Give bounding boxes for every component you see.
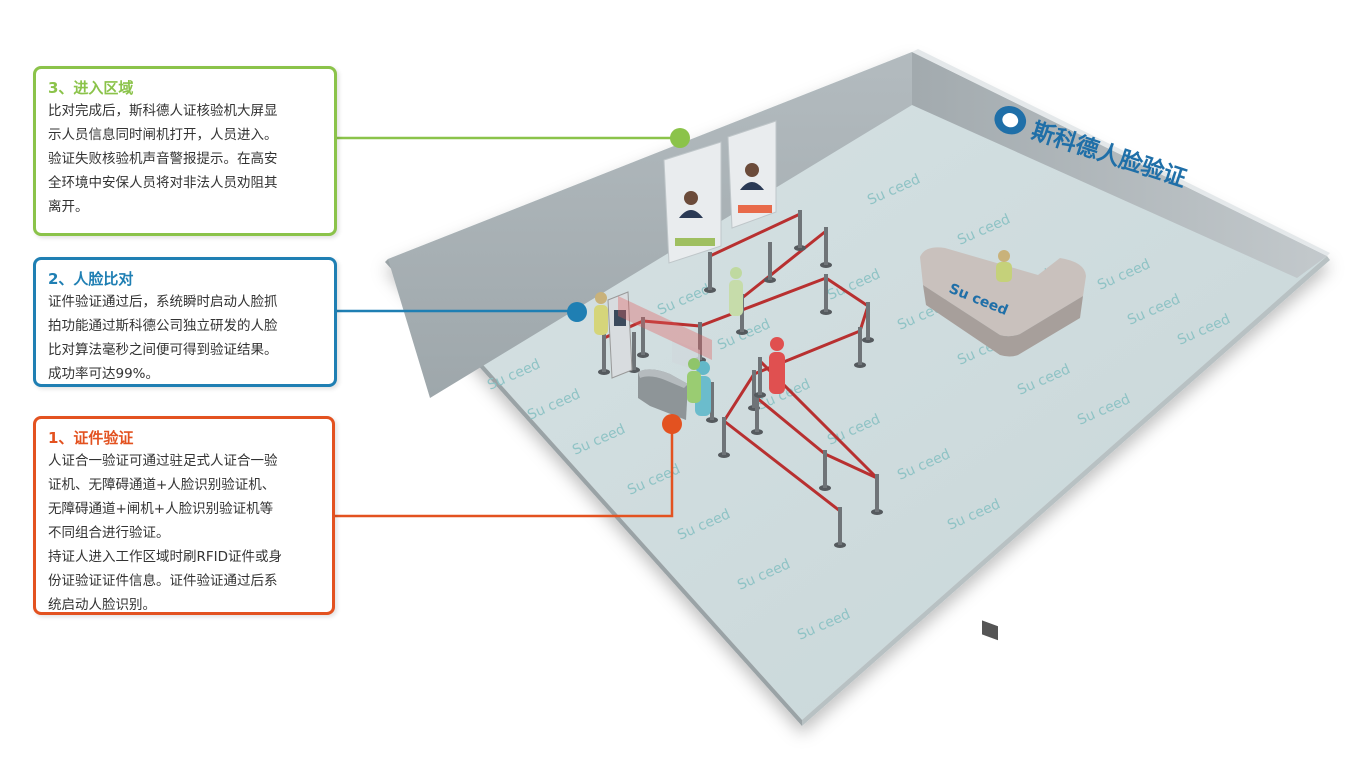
queue-belt [699, 276, 827, 328]
card-face-line: 证件验证通过后，系统瞬时启动人脸抓 [48, 294, 278, 310]
card-cert-line: 证机、无障碍通道+人脸识别验证机、 [48, 477, 276, 493]
queue-stanchions [598, 210, 883, 548]
poster-right [727, 120, 777, 229]
card-cert-line: 不同组合进行验证。 [48, 525, 170, 541]
red-glass-panel [618, 296, 712, 360]
queue-belt [741, 229, 827, 300]
card-cert-line: 无障碍通道+闸机+人脸识别验证机等 [48, 501, 274, 517]
stanchion-post [871, 474, 883, 515]
stanchion-post [704, 252, 716, 293]
marker-cert-dot [662, 414, 682, 434]
stanchion-post [598, 334, 610, 375]
reception-desk: Su ceed [920, 247, 1086, 641]
card-face-compare: 2、人脸比对 证件验证通过后，系统瞬时启动人脸抓 拍功能通过斯科德公司独立研发的… [33, 257, 337, 387]
stanchion-post [834, 507, 846, 548]
stanchion-post [706, 382, 718, 423]
queue-belt [824, 452, 878, 480]
card-enter-line: 比对完成后，斯科德人证核验机大屏显 [48, 103, 278, 119]
card-enter-line: 全环境中安保人员将对非法人员劝阻其 [48, 175, 278, 191]
person-green [687, 358, 701, 403]
stanchion-post [751, 394, 763, 435]
card-cert-verify: 1、证件验证 人证合一验证可通过驻足式人证合一验 证机、无障碍通道+人脸识别验证… [33, 416, 335, 615]
card-face-line: 拍功能通过斯科德公司独立研发的人脸 [48, 318, 278, 334]
stanchion-post [637, 317, 649, 358]
poster-left [663, 141, 722, 264]
card-cert-line: 持证人进入工作区域时刷RFID证件或身 [48, 549, 283, 565]
card-face-line: 成功率可达99%。 [48, 366, 160, 382]
card-cert-line: 份证验证证件信息。证件验证通过后系 [48, 573, 278, 589]
stanchion-post [718, 417, 730, 458]
card-face-title: 2、人脸比对 [48, 270, 134, 288]
connector-red [335, 414, 682, 518]
queue-belt [825, 276, 869, 308]
stanchion-post [820, 227, 832, 268]
connector-green [337, 128, 690, 148]
stanchion-post [819, 450, 831, 491]
turnstile-gate [638, 340, 700, 420]
person-red [769, 337, 785, 394]
stanchion-post [754, 357, 766, 398]
connector-blue [337, 302, 587, 322]
room-floor [385, 52, 1330, 726]
card-cert-title: 1、证件验证 [48, 429, 134, 447]
card-enter-line: 示人员信息同时闸机打开，人员进入。 [48, 127, 278, 143]
stanchion-post [794, 210, 806, 251]
queue-belt [722, 373, 756, 422]
marker-enter-dot [670, 128, 690, 148]
stanchion-post [820, 274, 832, 315]
card-enter-line: 验证失败核验机声音警报提示。在高安 [48, 151, 278, 167]
stanchion-post [764, 242, 776, 283]
queue-belt [723, 419, 841, 513]
card-cert-line: 人证合一验证可通过驻足式人证合一验 [48, 453, 278, 469]
stanchion-post [862, 302, 874, 343]
queue-belt [709, 212, 801, 258]
card-enter-line: 离开。 [48, 199, 89, 215]
card-enter-title: 3、进入区域 [48, 79, 134, 97]
person-guard [594, 292, 608, 335]
person-waiting-green [729, 267, 743, 316]
queue-belt [756, 396, 826, 456]
marker-face-dot [567, 302, 587, 322]
queue-belt [642, 319, 701, 328]
verification-machine [607, 291, 633, 379]
stanchion-post [854, 327, 866, 368]
card-face-line: 比对算法毫秒之间便可得到验证结果。 [48, 342, 278, 358]
card-cert-line: 统启动人脸识别。 [48, 597, 156, 613]
card-enter-area: 3、进入区域 比对完成后，斯科德人证核验机大屏显 示人员信息同时闸机打开，人员进… [33, 66, 337, 236]
